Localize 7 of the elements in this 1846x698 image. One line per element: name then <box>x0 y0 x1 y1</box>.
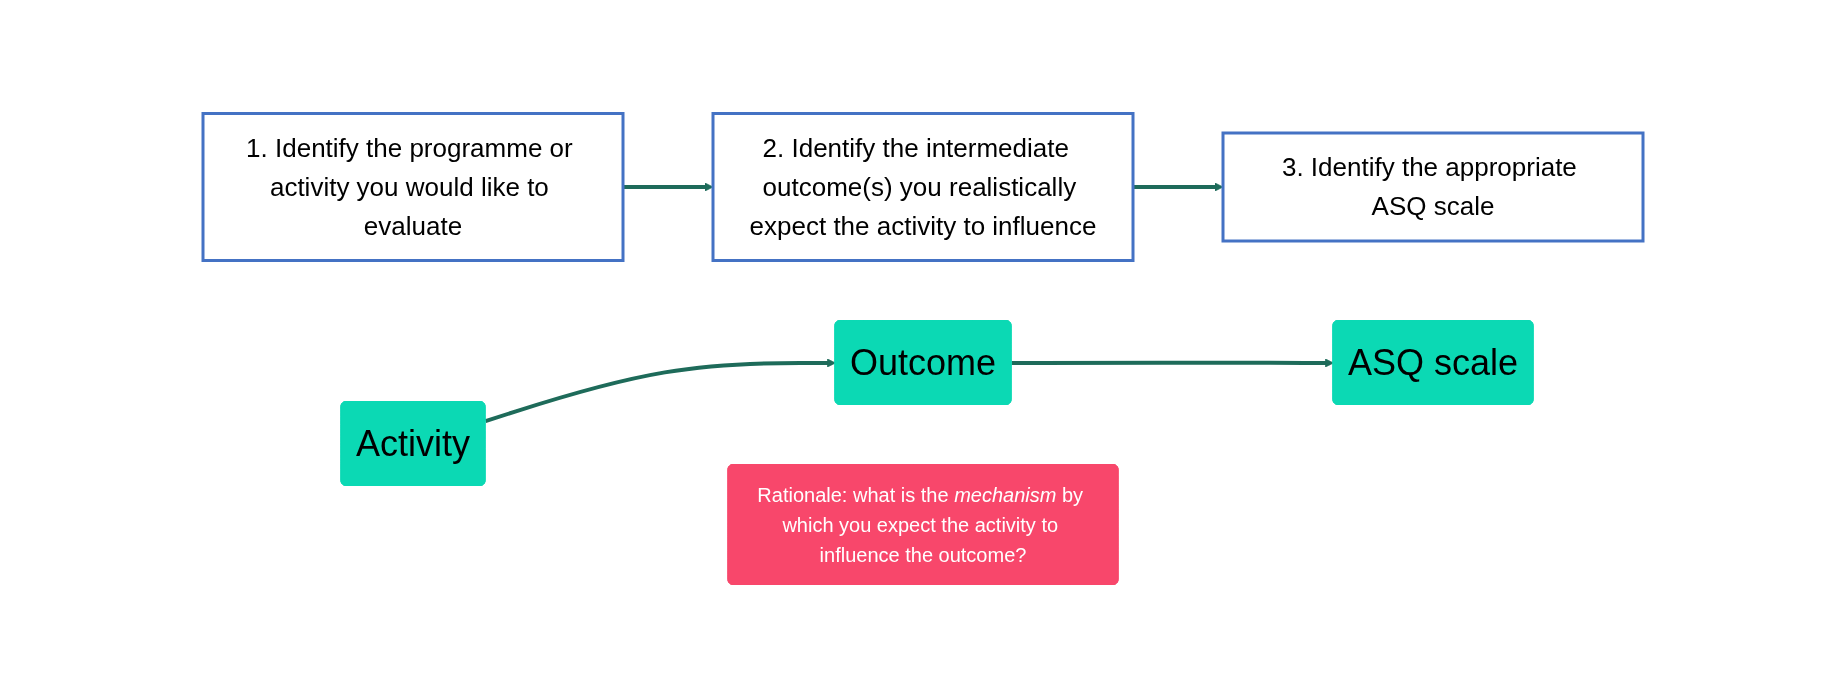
arrow <box>484 358 836 424</box>
node-box: 2. Identify the intermediate outcome(s) you realistically expect the activity to influence <box>711 112 1135 262</box>
arrow <box>1133 182 1224 192</box>
node-box: 3. Identify the appropriate ASQ scale <box>1221 131 1645 243</box>
arrow <box>1011 358 1334 368</box>
arrow <box>623 182 714 192</box>
node-box: 1. Identify the programme or activity you would like to evaluate <box>201 112 625 262</box>
